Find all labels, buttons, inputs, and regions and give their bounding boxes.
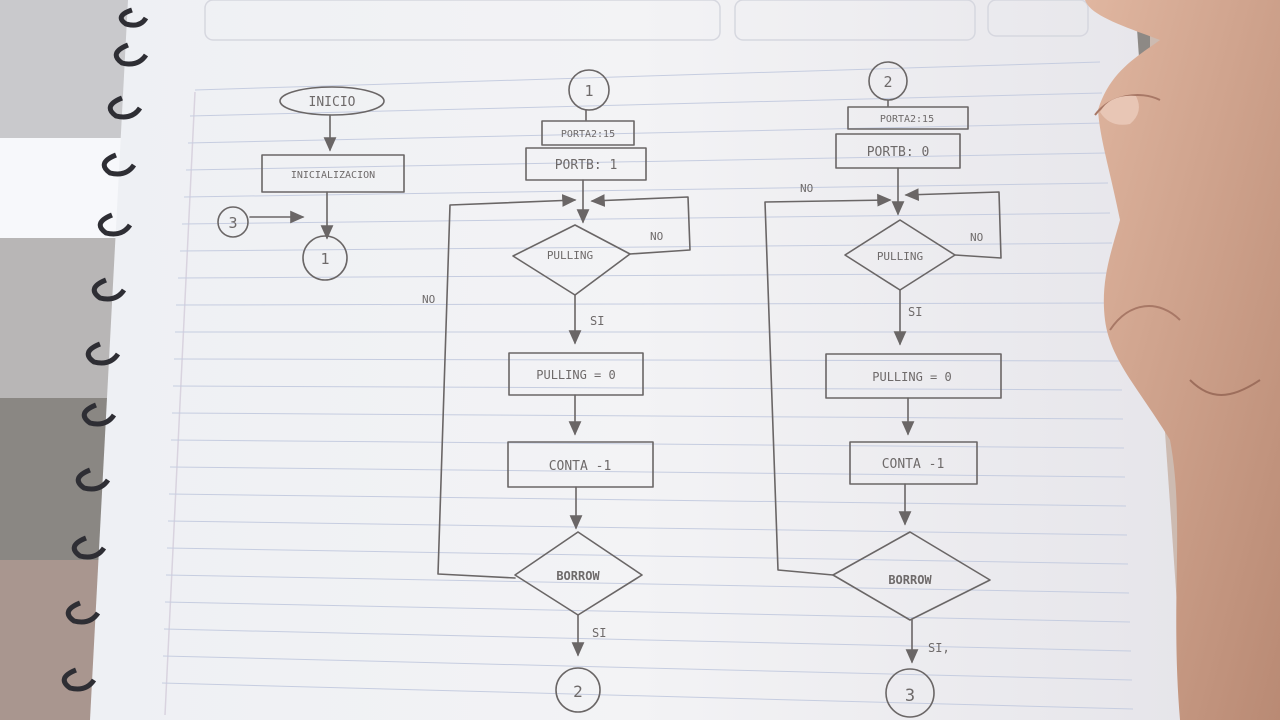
connector-out-label: 2	[573, 682, 583, 701]
header-box	[204, 0, 721, 41]
reset-label: PULLING = 0	[872, 370, 951, 384]
port-set-label: PORTB: 1	[555, 158, 618, 173]
connector-in-label: 3	[228, 214, 237, 232]
no-loop-path	[904, 188, 1002, 259]
port-config-box	[847, 106, 969, 130]
count-box	[849, 441, 978, 485]
no-outer-label: NO	[422, 293, 435, 306]
start-terminal	[279, 86, 385, 116]
fingernail	[1100, 95, 1139, 125]
connector-out-3	[885, 668, 935, 718]
reset-box	[825, 353, 1002, 399]
borrow-label: BORROW	[888, 573, 932, 587]
margin-line	[164, 91, 196, 716]
flowchart-column-3: 2 PORTA2:15 PORTB: 0 PULLING NO SI PULLI…	[764, 61, 1002, 718]
borrow-decision	[832, 531, 991, 621]
connector-out-1	[302, 235, 348, 281]
no-loop-path	[590, 194, 691, 255]
yes-out-label: SI,	[928, 641, 950, 655]
yes-out-label: SI	[592, 626, 606, 640]
yes-label: SI	[908, 305, 922, 319]
reset-box	[508, 352, 644, 396]
flowchart-column-1: INICIO INICIALIZACION 3 1	[217, 86, 405, 281]
flowchart-column-2: 1 PORTA2:15 PORTB: 1 PULLING NO SI PULLI…	[422, 69, 691, 713]
init-process-box	[261, 154, 405, 193]
port-set-label: PORTB: 0	[867, 145, 930, 160]
yes-label: SI	[590, 314, 604, 328]
polling-label: PULLING	[877, 250, 923, 263]
port-config-label: PORTA2:15	[561, 129, 615, 140]
no-loop-label: NO	[970, 231, 983, 244]
port-config-label: PORTA2:15	[880, 114, 934, 125]
init-label: INICIALIZACION	[291, 170, 375, 181]
connector-out-label: 3	[905, 686, 915, 706]
no-outer-label: NO	[800, 182, 813, 195]
no-outer-path	[437, 194, 577, 579]
no-outer-path	[764, 193, 892, 576]
spiral-binding	[61, 7, 149, 692]
hand	[1085, 0, 1280, 720]
header-box	[734, 0, 976, 41]
count-label: CONTA -1	[882, 457, 945, 472]
connector-in-label: 2	[883, 73, 892, 91]
count-label: CONTA -1	[549, 459, 612, 474]
notebook-page	[90, 0, 1185, 720]
connector-out-label: 1	[320, 250, 329, 268]
port-set-box	[525, 147, 647, 181]
polling-label: PULLING	[547, 249, 593, 262]
connector-out-2	[555, 667, 601, 713]
connector-in-3	[217, 206, 249, 238]
port-config-box	[541, 120, 635, 146]
header-box	[987, 0, 1089, 37]
connector-in-1	[568, 69, 610, 111]
borrow-label: BORROW	[556, 569, 600, 583]
start-label: INICIO	[309, 95, 356, 110]
reset-label: PULLING = 0	[536, 368, 615, 382]
connector-in-label: 1	[584, 82, 593, 100]
count-box	[507, 441, 654, 488]
no-loop-label: NO	[650, 230, 663, 243]
